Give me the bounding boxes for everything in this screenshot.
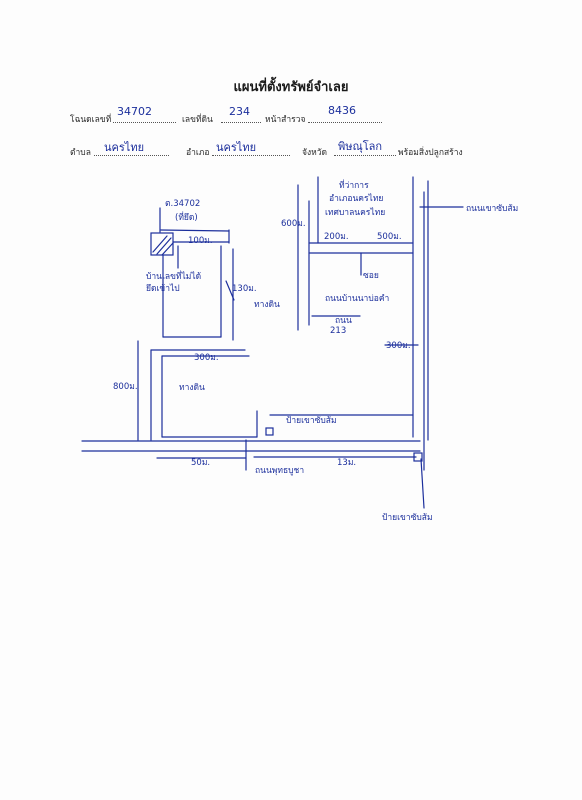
building-note: พร้อมสิ่งปลูกสร้าง xyxy=(398,148,463,158)
road-length-label-1: 130ม. xyxy=(232,284,257,294)
province-value: พิษณุโลก xyxy=(338,140,383,153)
land-number-label: เลขที่ดิน xyxy=(182,115,213,125)
plot-top-line xyxy=(160,229,230,232)
road-length-label-2: 300ม. xyxy=(194,353,219,363)
deed-number: 34702 xyxy=(117,105,152,118)
subdistrict-value: นครไทย xyxy=(104,141,145,154)
distance-label-4: 500ม. xyxy=(377,232,402,242)
lane-distance-mark xyxy=(225,280,235,301)
dirt-road-label-2: ทางดิน xyxy=(179,383,205,393)
road-sign-label-1: ป้ายเขาซับส้ม xyxy=(286,416,337,426)
plot-hatch xyxy=(156,237,172,255)
office-label-1: ที่ว่าการ xyxy=(339,181,369,191)
sign-pointer xyxy=(420,458,425,509)
plot-label: ต.34702 xyxy=(165,199,201,209)
survey-page-label: หน้าสำรวจ xyxy=(265,115,306,125)
survey-page-number: 8436 xyxy=(328,104,356,117)
lane-number-label: 213 xyxy=(330,326,347,336)
lane-label-2: ถนน xyxy=(335,316,352,326)
lane-label-1: ซอย xyxy=(363,271,379,281)
survey-page-dotted-line xyxy=(308,122,382,123)
office-label-3: เทศบาลนครไทย xyxy=(325,208,386,218)
subdistrict-label: ตำบล xyxy=(70,148,91,158)
sign-marker xyxy=(265,427,274,436)
house-label-line-2: ยึดเข้าไป xyxy=(146,284,180,294)
plot-sublabel: (ที่ยึด) xyxy=(175,213,198,223)
distance-label-1: 50ม. xyxy=(191,458,211,468)
land-number: 234 xyxy=(229,105,250,118)
distance-label-2: 13ม. xyxy=(337,458,357,468)
sign-marker xyxy=(413,452,423,462)
plot-width-label: 100ม. xyxy=(188,236,213,246)
deed-label: โฉนดเลขที่ xyxy=(70,115,112,125)
dirt-road-label-1: ทางดิน xyxy=(254,300,280,310)
road-sign-label-2: ป้ายเขาซับส้ม xyxy=(382,513,433,523)
main-road-label: ถนนพุทธบูชา xyxy=(255,466,305,476)
province-dotted-line xyxy=(334,155,396,156)
house-label-line-1: บ้านเลขที่ไม่ได้ xyxy=(146,272,202,282)
deed-dotted-line xyxy=(113,122,176,123)
district-value: นครไทย xyxy=(216,141,257,154)
land-number-dotted-line xyxy=(221,122,261,123)
road-name-label: ถนนบ้านนาบ่อคำ xyxy=(325,294,390,304)
subdistrict-dotted-line xyxy=(94,155,169,156)
side-road-label: ถนนเขาซับส้ม xyxy=(466,204,519,214)
side-length-label: 300ม. xyxy=(386,341,411,351)
district-dotted-line xyxy=(212,155,290,156)
plot-hatch xyxy=(161,242,174,256)
district-label: อำเภอ xyxy=(186,148,210,158)
plot-box xyxy=(150,232,174,256)
province-label: จังหวัด xyxy=(302,148,328,158)
plot-hatch xyxy=(152,235,168,253)
document-title: แผนที่ตั้งทรัพย์จำเลย xyxy=(233,80,349,95)
road-length-label-3: 800ม. xyxy=(113,382,138,392)
office-depth-label: 600ม. xyxy=(281,219,306,229)
distance-label-3: 200ม. xyxy=(324,232,349,242)
office-label-2: อำเภอนครไทย xyxy=(329,194,384,204)
